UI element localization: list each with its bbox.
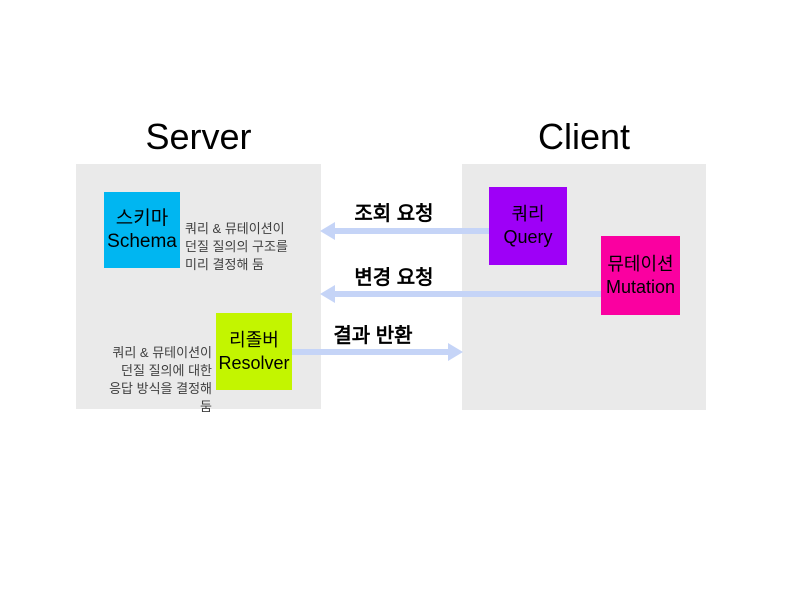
server-title: Server bbox=[145, 116, 252, 157]
resolver-label-ko: 리졸버 bbox=[229, 329, 279, 350]
resolver-description: 쿼리 & 뮤테이션이 던질 질의에 대한 응답 방식을 결정해 둠 bbox=[96, 344, 212, 416]
resolver-desc-line: 응답 방식을 결정해 둠 bbox=[109, 381, 212, 414]
mutation-box: 뮤테이션 Mutation bbox=[601, 236, 680, 315]
query-label-ko: 쿼리 bbox=[511, 204, 545, 224]
mutation-label-en: Mutation bbox=[605, 276, 676, 297]
change-request-label: 변경 요청 bbox=[354, 267, 434, 289]
schema-description: 쿼리 & 뮤테이션이 던질 질의의 구조를 미리 결정해 둠 bbox=[185, 220, 295, 274]
arrowhead-left-icon bbox=[320, 222, 335, 240]
schema-label-ko: 스키마 bbox=[115, 208, 169, 229]
schema-desc-line: 미리 결정해 둠 bbox=[185, 257, 264, 272]
query-box: 쿼리 Query bbox=[489, 187, 567, 265]
resolver-desc-line: 쿼리 & 뮤테이션이 bbox=[112, 345, 212, 360]
resolver-desc-line: 던질 질의에 대한 bbox=[121, 363, 212, 378]
resolver-box: 리졸버 Resolver bbox=[216, 313, 292, 390]
result-return-arrow bbox=[292, 349, 449, 355]
schema-box: 스키마 Schema bbox=[104, 192, 180, 268]
change-request-arrow bbox=[334, 291, 601, 297]
client-title: Client bbox=[537, 116, 631, 157]
schema-label-en: Schema bbox=[107, 231, 177, 252]
query-label-en: Query bbox=[503, 227, 553, 247]
arrowhead-right-icon bbox=[448, 343, 463, 361]
schema-desc-line: 던질 질의의 구조를 bbox=[185, 239, 288, 254]
query-request-arrow bbox=[334, 228, 489, 234]
schema-desc-line: 쿼리 & 뮤테이션이 bbox=[185, 221, 285, 236]
resolver-label-en: Resolver bbox=[218, 352, 290, 373]
arrowhead-left-icon bbox=[320, 285, 335, 303]
result-return-label: 결과 반환 bbox=[333, 325, 413, 347]
mutation-label-ko: 뮤테이션 bbox=[607, 253, 674, 274]
query-request-label: 조회 요청 bbox=[354, 203, 434, 225]
